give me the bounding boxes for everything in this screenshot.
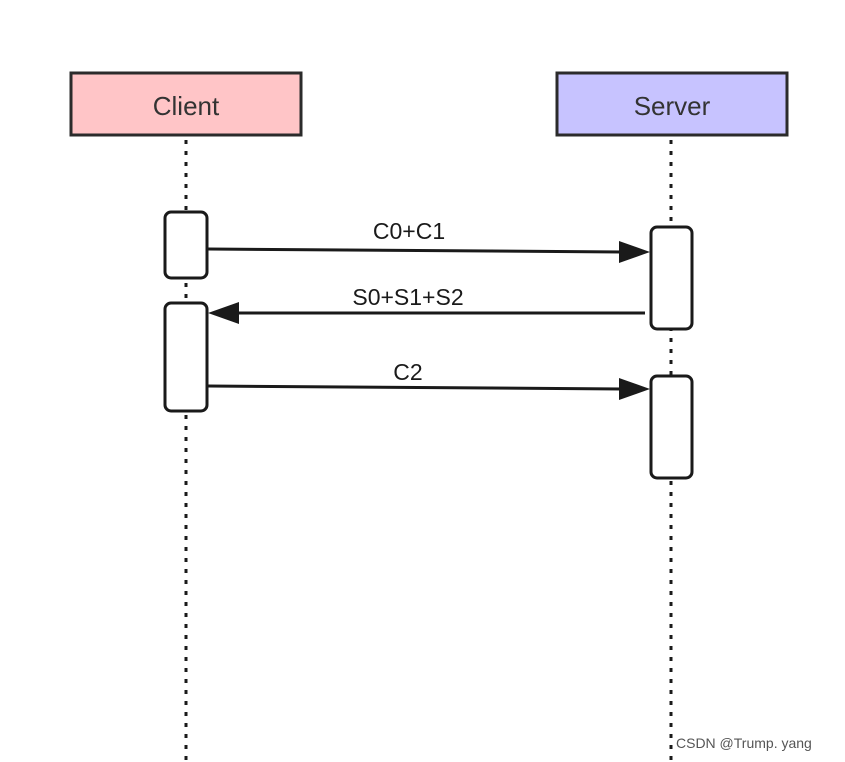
- message-c2-line: [207, 384, 623, 391]
- message-c0-c1-line: [207, 247, 623, 254]
- message-c0-c1-arrowhead: [619, 241, 650, 263]
- message-c0-c1: C0+C1: [207, 218, 650, 263]
- server-activation-2: [649, 374, 694, 480]
- server-actor-box: [555, 71, 789, 137]
- server-actor: Server: [555, 71, 789, 137]
- client-actor-box: [69, 71, 303, 137]
- client-actor-label: Client: [153, 91, 220, 121]
- client-activation-1: [163, 210, 209, 280]
- message-c0-c1-label: C0+C1: [373, 218, 445, 244]
- server-activation-1: [649, 225, 694, 331]
- watermark: CSDN @Trump. yang: [676, 735, 812, 751]
- message-s0-s1-s2: S0+S1+S2: [208, 284, 645, 324]
- client-actor: Client: [69, 71, 303, 137]
- message-c2-arrowhead: [619, 378, 650, 400]
- client-activation-2: [163, 301, 209, 413]
- message-c2: C2: [207, 359, 650, 400]
- message-c2-label: C2: [393, 359, 422, 385]
- message-s0-s1-s2-label: S0+S1+S2: [352, 284, 463, 310]
- message-s0-s1-s2-arrowhead: [208, 302, 239, 324]
- server-actor-label: Server: [634, 91, 711, 121]
